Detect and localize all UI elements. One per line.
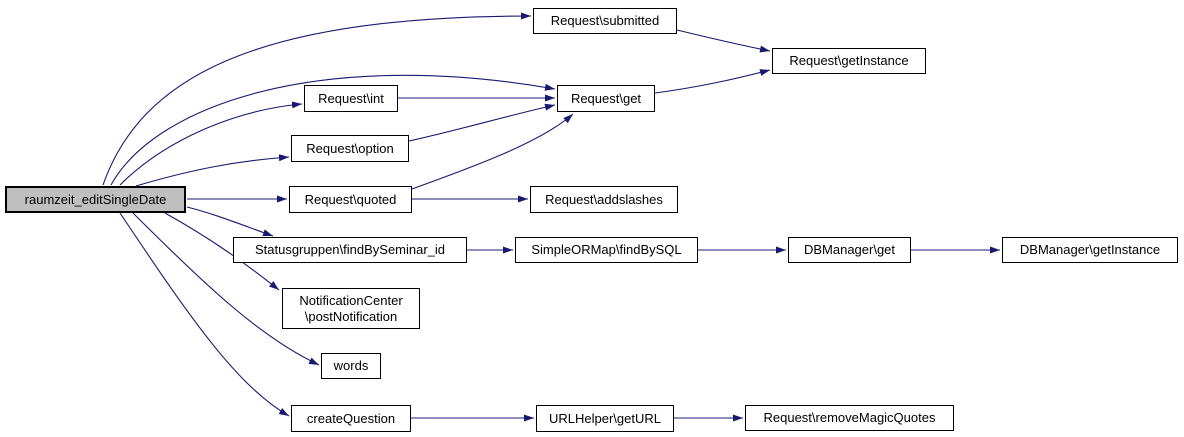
node-request-quoted[interactable]: Request\quoted [289,186,412,213]
node-dbmanager-get[interactable]: DBManager\get [788,237,911,263]
edge-submitted-to-getinstance [676,29,771,53]
node-simpleormap-findbysql[interactable]: SimpleORMap\findBySQL [515,237,698,263]
edge-main-to-int [119,101,303,186]
edge-main-to-statusgruppen [186,206,274,237]
node-raumzeit-editsingledate: raumzeit_editSingleDate [5,186,186,213]
edge-option-to-get [408,103,556,142]
node-request-removemagicquotes[interactable]: Request\removeMagicQuotes [745,405,954,431]
node-request-option[interactable]: Request\option [291,135,409,162]
node-urlhelper-geturl[interactable]: URLHelper\getURL [536,405,674,432]
edge-main-to-option [135,154,290,187]
node-request-getinstance[interactable]: Request\getInstance [772,48,926,74]
edge-get-to-getinstance [654,69,771,94]
node-statusgruppen-findbyseminar-id[interactable]: Statusgruppen\findBySeminar_id [233,237,467,263]
node-request-int[interactable]: Request\int [304,85,398,112]
node-notificationcenter-postnotification[interactable]: NotificationCenter \postNotification [282,288,420,329]
node-request-addslashes[interactable]: Request\addslashes [530,186,678,213]
node-words[interactable]: words [321,353,381,379]
node-createquestion[interactable]: createQuestion [291,405,411,432]
node-request-get[interactable]: Request\get [557,85,655,112]
edge-quoted-to-get [411,113,574,190]
node-request-submitted[interactable]: Request\submitted [533,8,677,34]
node-dbmanager-getinstance[interactable]: DBManager\getInstance [1002,237,1178,263]
